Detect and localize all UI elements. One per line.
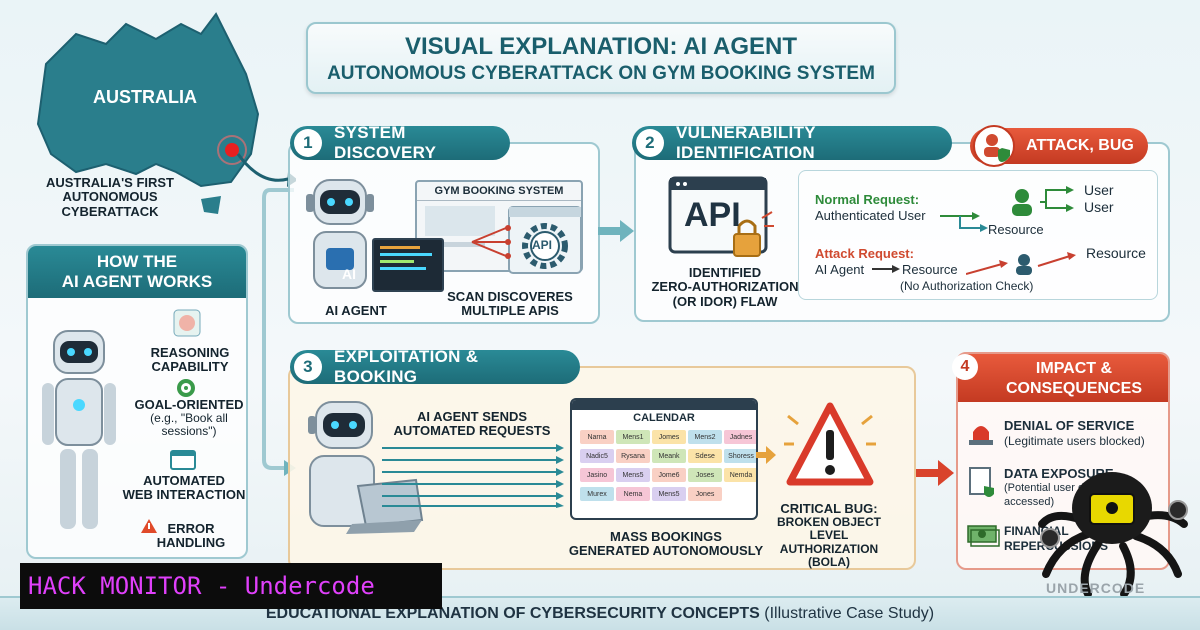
- api-badge: API: [532, 238, 553, 252]
- footer-bold: EDUCATIONAL EXPLANATION OF CYBERSECURITY…: [265, 605, 760, 622]
- normal-request-actor: Authenticated User: [815, 208, 926, 223]
- gym-window-title: GYM BOOKING SYSTEM: [417, 182, 581, 201]
- footer-normal: (Illustrative Case Study): [764, 605, 935, 622]
- calendar-cell: Mens2: [688, 430, 722, 444]
- calendar-cell: Jadnes: [724, 430, 756, 444]
- attack-request-resource: Resource: [902, 262, 958, 277]
- calendar-cell: Nemda: [724, 468, 756, 482]
- browser-icon: [170, 450, 196, 470]
- title-line-2: AUTONOMOUS CYBERATTACK ON GYM BOOKING SY…: [327, 63, 875, 84]
- warning-small-icon: [141, 519, 157, 533]
- calendar-cell: Jomes: [652, 430, 686, 444]
- australia-map: [36, 12, 296, 214]
- step4-panel: IMPACT &CONSEQUENCES: [956, 352, 1170, 570]
- how-item-goal: GOAL-ORIENTED (e.g., "Book all sessions"…: [134, 397, 244, 439]
- money-icon: [967, 525, 1000, 547]
- calendar-cell: Mens5: [616, 468, 650, 482]
- network-arrows: [471, 225, 511, 259]
- step4-header: IMPACT &CONSEQUENCES: [958, 354, 1168, 402]
- step1-agent-label: AI AGENT: [325, 303, 387, 318]
- step2-number: 2: [636, 129, 664, 157]
- title-banner: VISUAL EXPLANATION: AI AGENT AUTONOMOUS …: [306, 22, 896, 94]
- calendar-cell: Jome6: [652, 468, 686, 482]
- attack-arrow-2: [966, 252, 1076, 275]
- calendar-cell: Nema: [616, 487, 650, 501]
- critical-warning-icon: [784, 402, 876, 486]
- request-box: [798, 170, 1158, 300]
- calendar-cell: Jones: [688, 487, 722, 501]
- calendar-cell: Jasino: [580, 468, 614, 482]
- calendar-cell: Sdese: [688, 449, 722, 463]
- hack-monitor-banner: HACK MONITOR - Undercode: [20, 563, 442, 609]
- calendar-cell: Mens5: [652, 487, 686, 501]
- api-gear-window: [508, 206, 582, 274]
- attack-request-actor: AI Agent: [815, 262, 865, 277]
- map-country-label: AUSTRALIA: [93, 87, 197, 107]
- api-lock-window: [668, 176, 774, 257]
- robot-ai-badge: AI: [342, 266, 356, 282]
- normal-request-resource: Resource: [988, 222, 1044, 237]
- impact-dos-title: DENIAL OF SERVICE: [1004, 418, 1135, 433]
- calendar-cell: Narna: [580, 430, 614, 444]
- title-line-1: VISUAL EXPLANATION: AI AGENT: [404, 33, 797, 60]
- robot-laptop-icon: [308, 401, 424, 534]
- calendar-cell: Meank: [652, 449, 686, 463]
- hacker-shield-icon: [973, 125, 1015, 167]
- target-icon: [177, 379, 195, 397]
- watermark-text: UNDERCODE: [1046, 580, 1146, 596]
- calendar-cell: Mens1: [616, 430, 650, 444]
- siren-icon: [969, 426, 993, 445]
- calendar-cell: Murex: [580, 487, 614, 501]
- request-stream-arrows: [382, 444, 564, 508]
- step1-header: 1 SYSTEM DISCOVERY: [290, 123, 510, 162]
- normal-request-arrows: [940, 186, 1074, 232]
- normal-request-user-1: User: [1084, 182, 1114, 198]
- step2-header: 2 VULNERABILITY IDENTIFICATION: [632, 123, 952, 162]
- step3-to-step4-arrow: [916, 460, 954, 486]
- calendar-cell: Shoress: [724, 449, 756, 463]
- calendar-title: CALENDAR: [633, 412, 695, 424]
- calendar-to-bug-arrow: [756, 446, 776, 464]
- step3-number: 3: [294, 353, 322, 381]
- step3-header: 3 EXPLOITATION & BOOKING: [290, 347, 580, 386]
- calendar-cell: Joses: [688, 468, 722, 482]
- normal-request-user-2: User: [1084, 199, 1114, 215]
- hacker-octopus-logo: [1038, 472, 1188, 598]
- document-shield-icon: [969, 467, 994, 497]
- step4-number: 4: [952, 354, 978, 380]
- normal-request-title: Normal Request:: [815, 192, 920, 207]
- robot-1-icon: [306, 179, 374, 289]
- step1-number: 1: [294, 129, 322, 157]
- api-big-text: API: [684, 196, 741, 234]
- humanoid-robot-icon: [42, 330, 116, 529]
- attack-request-title: Attack Request:: [815, 246, 914, 261]
- code-window: [372, 238, 444, 292]
- brain-icon: [173, 309, 201, 337]
- calendar-cell: Rysana: [616, 449, 650, 463]
- attack-arrow-1: [872, 265, 900, 273]
- calendar-cell: Nadic5: [580, 449, 614, 463]
- attack-request-note: (No Authorization Check): [900, 279, 1034, 293]
- impact-dos-sub: (Legitimate users blocked): [1004, 434, 1145, 448]
- attack-request-end: Resource: [1086, 245, 1146, 261]
- impact-data-title: DATA EXPOSURE: [1004, 466, 1114, 481]
- step1-to-step2-arrow: [598, 220, 634, 242]
